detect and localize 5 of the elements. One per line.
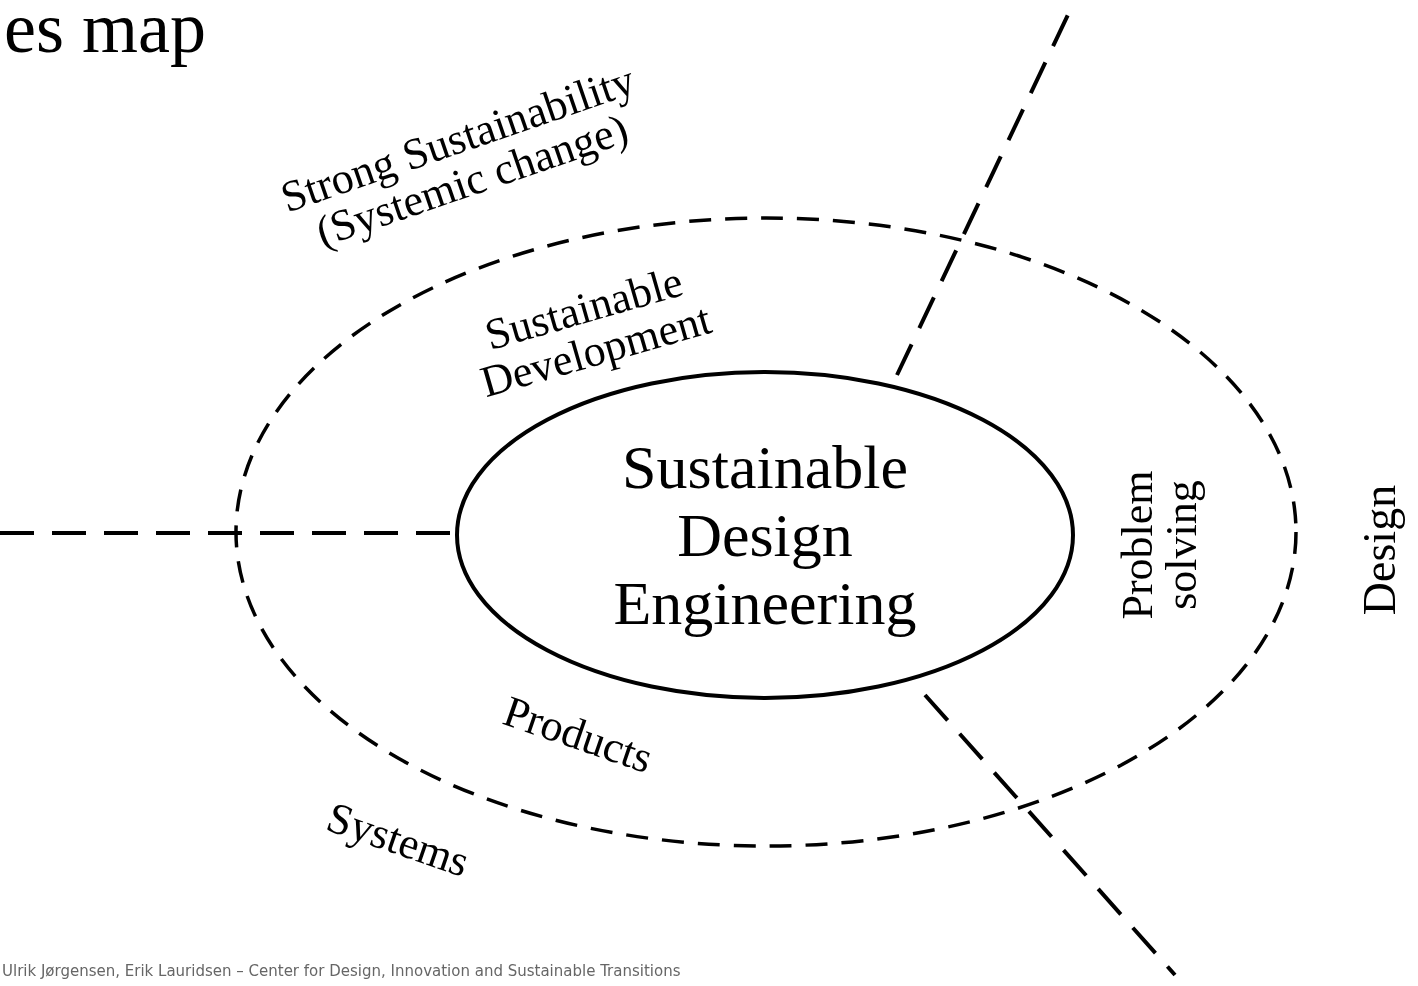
footer-credit: Ulrik Jørgensen, Erik Lauridsen – Center for Design, Innovation and Sustainable Transitions xyxy=(2,962,681,980)
node-label: Sustainable Design Engineering xyxy=(612,432,918,638)
area-label: Design xyxy=(1357,483,1403,618)
area-label: Problem solving xyxy=(1116,469,1204,622)
area-label: Systems xyxy=(319,791,477,889)
